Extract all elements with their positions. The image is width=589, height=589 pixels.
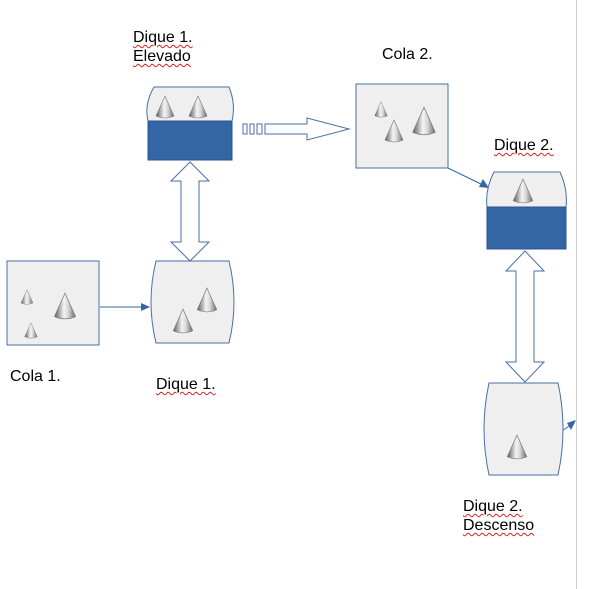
dique2-descenso-chamber	[483, 382, 564, 476]
arrow-dique2-exit	[562, 420, 576, 431]
label-dique1-elevado-line2: Elevado	[133, 48, 191, 65]
label-dique2-descenso-line2: Descenso	[463, 517, 535, 534]
label-dique1: Dique 1.	[156, 375, 216, 394]
double-arrow-dique1-lift	[169, 161, 211, 262]
dique1-lock-chamber	[150, 260, 235, 344]
arrow-cola2-to-dique2	[447, 167, 489, 188]
label-cola2: Cola 2.	[382, 46, 433, 63]
dique1-elevado-chamber	[146, 86, 234, 161]
cola1-queue-box	[6, 260, 100, 346]
cola2-queue-box	[355, 83, 449, 169]
label-dique1-elevado-line1: Dique 1.	[133, 29, 193, 46]
arrow-dique1-elevado-to-cola2	[242, 117, 351, 141]
page-edge-divider	[576, 0, 577, 589]
label-dique2-text: Dique 2.	[494, 137, 554, 154]
dique2-chamber	[486, 171, 567, 250]
double-arrow-dique2-lower	[504, 250, 546, 383]
label-cola1: Cola 1.	[10, 368, 61, 385]
label-dique2-descenso-line1: Dique 2.	[463, 498, 523, 515]
label-dique2-descenso: Dique 2. Descenso	[463, 497, 534, 535]
arrow-cola1-to-dique1	[100, 303, 150, 311]
label-dique2: Dique 2.	[494, 136, 554, 155]
label-dique1-elevado: Dique 1. Elevado	[133, 28, 193, 66]
label-dique1-text: Dique 1.	[156, 376, 216, 393]
